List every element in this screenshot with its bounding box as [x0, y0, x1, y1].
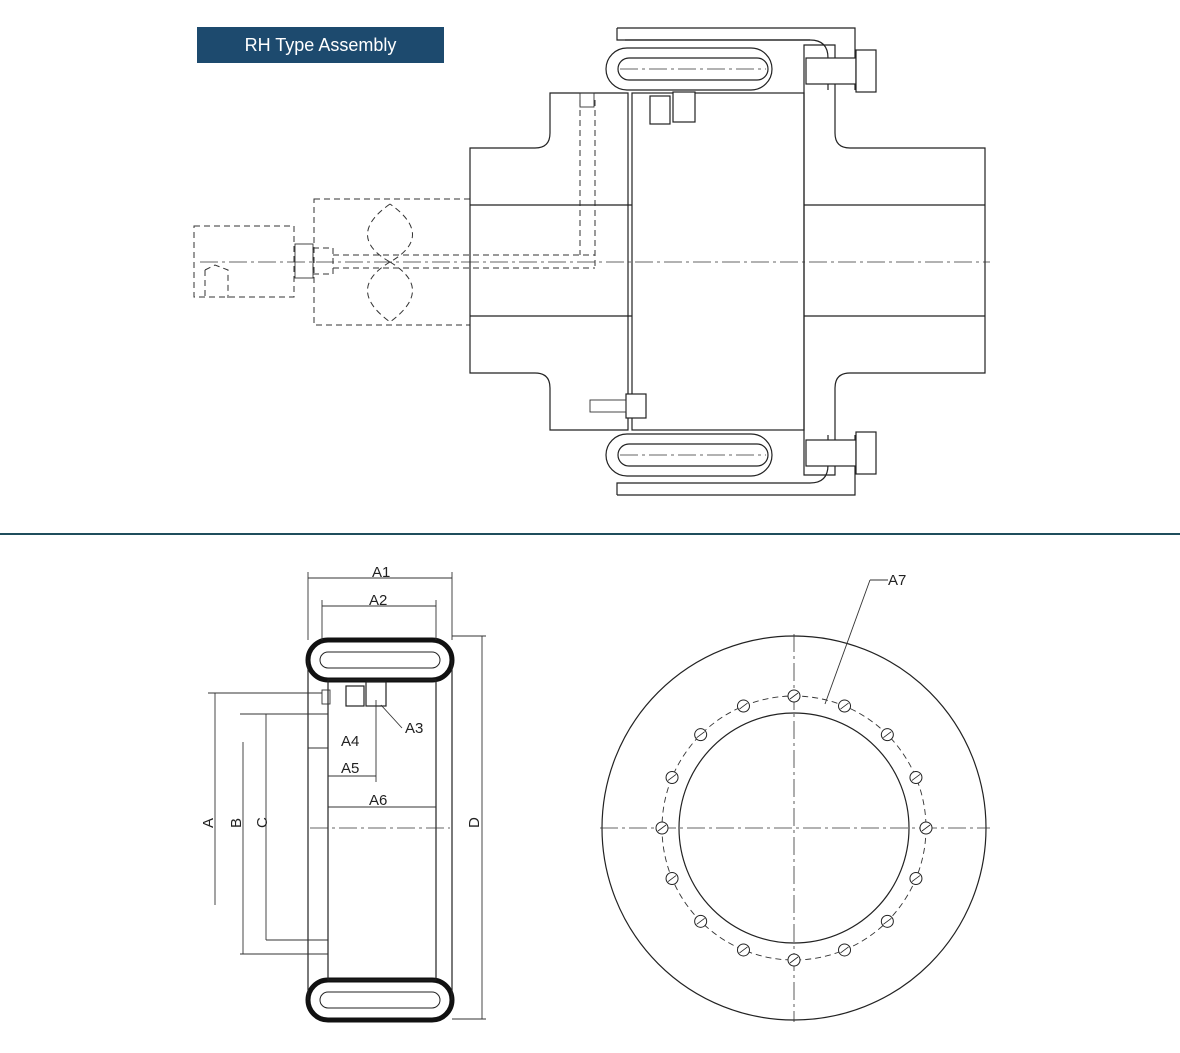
bolt-hole-mark	[739, 946, 748, 954]
dim-a5: A5	[341, 760, 359, 777]
assembly-title: RH Type Assembly	[197, 27, 444, 63]
bolt-hole-mark	[911, 774, 921, 781]
bolt-hole-mark	[883, 731, 892, 738]
front-view	[600, 579, 990, 1022]
bolt-hole-mark	[789, 956, 799, 964]
bolt-hole-mark	[921, 824, 931, 832]
drum	[631, 92, 805, 431]
bolt-hole-mark	[667, 875, 677, 882]
bolt-hole-mark	[840, 702, 849, 710]
bolt-hole-mark	[667, 774, 677, 781]
left-hub	[469, 92, 632, 431]
bolt-hole-mark	[657, 824, 667, 832]
dim-a1: A1	[372, 564, 390, 581]
dim-a2: A2	[369, 592, 387, 609]
bolt-hole-mark	[696, 731, 705, 738]
dim-a7: A7	[888, 572, 906, 589]
dim-a6: A6	[369, 792, 387, 809]
bottom-tube-assembly	[589, 393, 877, 496]
bolt-hole-mark	[883, 918, 892, 925]
bolt-hole-mark	[911, 875, 921, 882]
motor-outline	[193, 100, 596, 326]
bolt-holes	[655, 689, 933, 967]
dim-a: A	[200, 818, 217, 828]
top-tube-assembly	[579, 27, 877, 125]
bolt-hole-mark	[696, 918, 705, 925]
dim-d: D	[466, 817, 483, 828]
section-divider	[0, 533, 1180, 535]
dim-c: C	[254, 817, 271, 828]
dim-a3: A3	[405, 720, 423, 737]
bolt-hole-mark	[840, 946, 849, 954]
dim-a4: A4	[341, 733, 359, 750]
assembly-view	[193, 27, 990, 496]
dim-b: B	[228, 818, 245, 828]
bolt-hole-mark	[789, 692, 799, 700]
right-hub	[803, 44, 986, 476]
section-view	[208, 572, 486, 1023]
bolt-hole-mark	[739, 702, 748, 710]
